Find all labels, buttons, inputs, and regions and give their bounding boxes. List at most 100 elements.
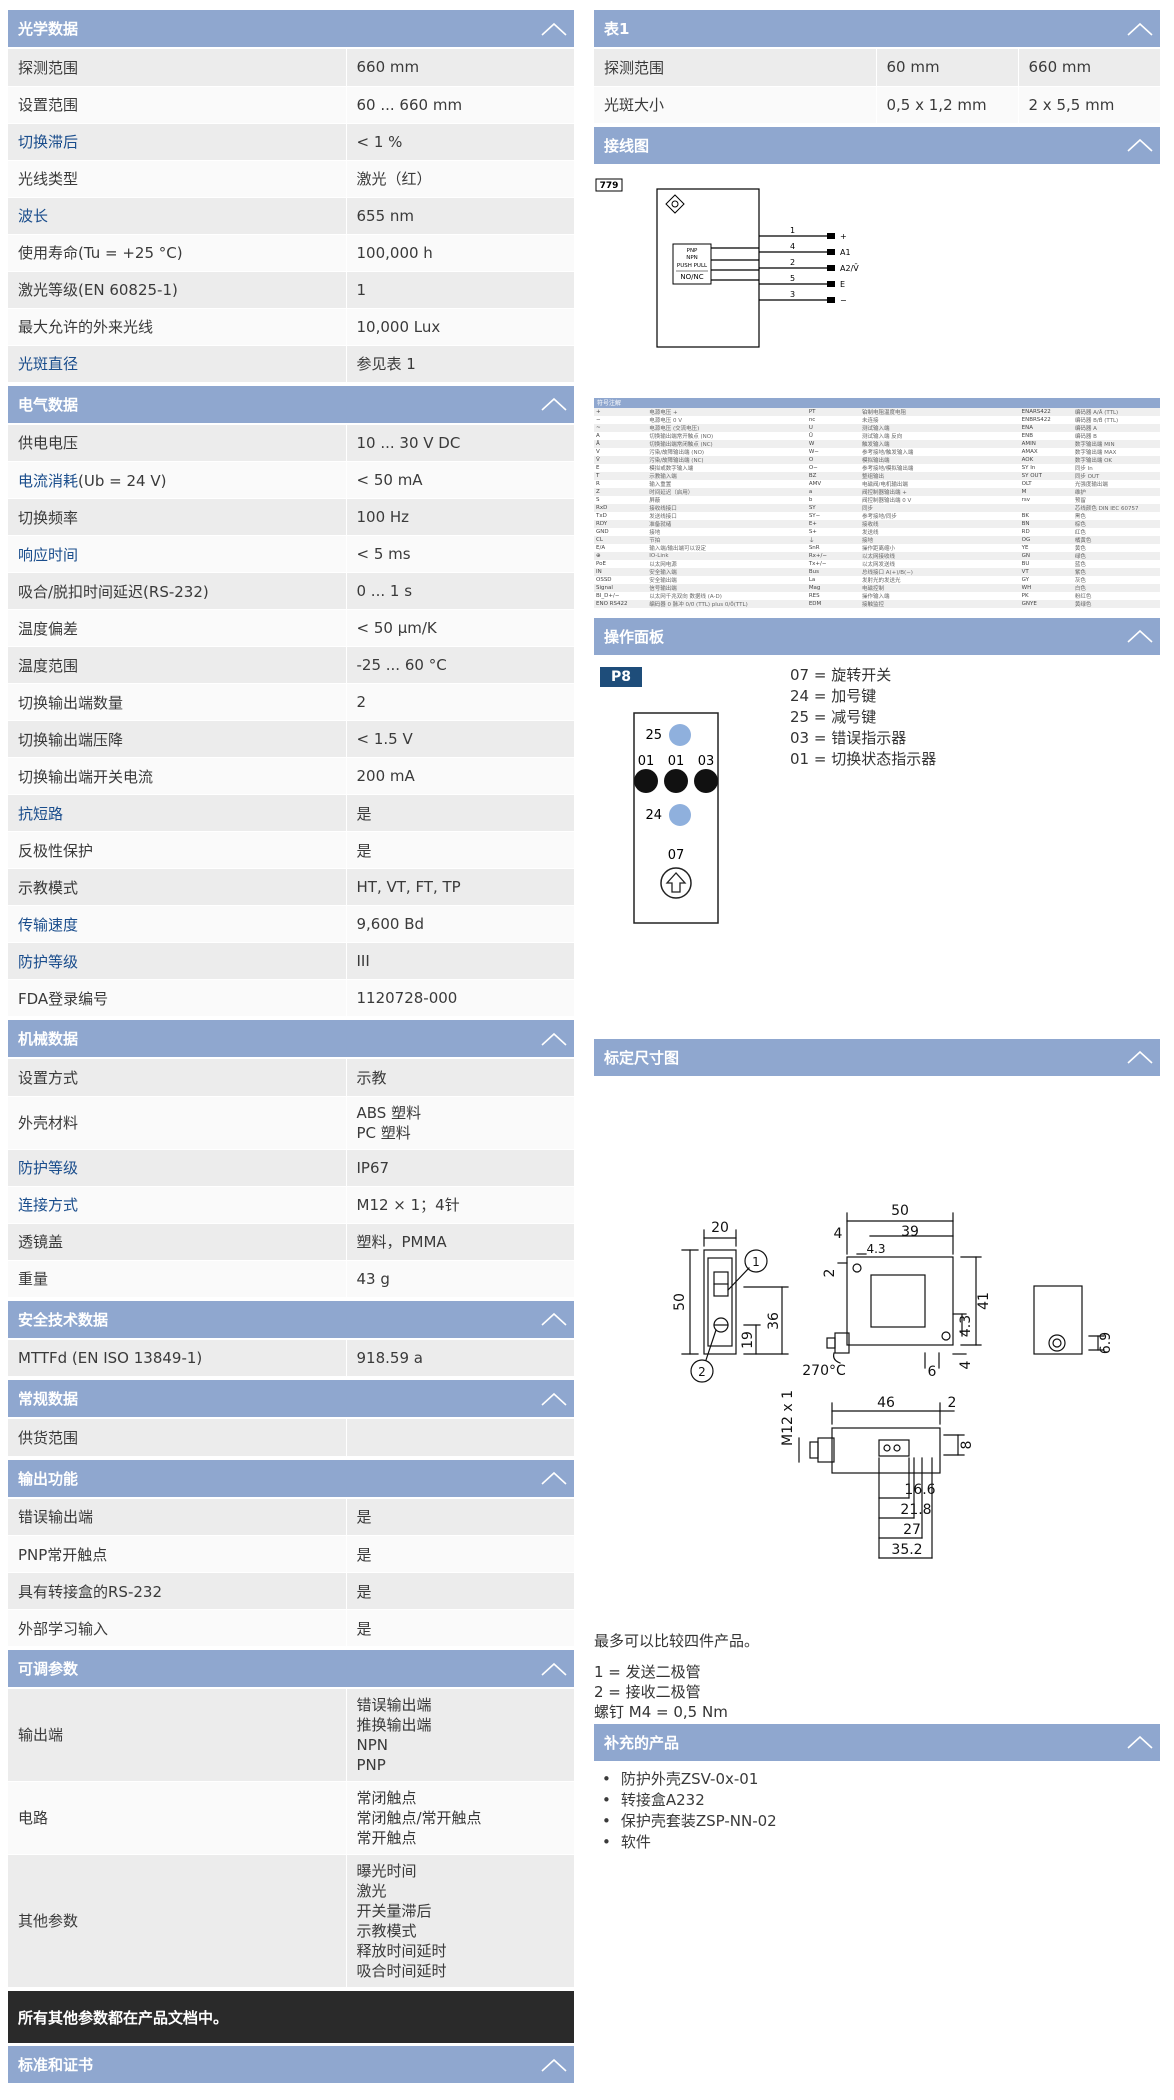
minus-key [669, 723, 691, 746]
param-value: 1120728-000 [346, 979, 574, 1017]
collapse-chevron-icon[interactable] [1120, 1724, 1160, 1761]
collapse-chevron-icon[interactable] [1120, 1039, 1160, 1076]
param-label: 切换输出端压降 [8, 720, 347, 758]
param-label[interactable]: 光斑直径 [8, 345, 347, 383]
accessories-title: 补充的产品 [604, 1733, 680, 1752]
table-row: 切换频率 100 Hz [8, 498, 574, 536]
accessory-item[interactable]: 防护外壳ZSV-0x-01 [602, 1769, 1160, 1790]
collapse-chevron-icon[interactable] [534, 10, 574, 47]
led-01b [664, 768, 688, 793]
panel-badge: P8 [600, 666, 642, 687]
svg-text:A2/V̄: A2/V̄ [840, 262, 859, 272]
electrical-header[interactable]: 电气数据 [8, 385, 574, 423]
param-label[interactable]: 抗短路 [8, 794, 347, 832]
param-label: 吸合/脱扣时间延迟(RS-232) [8, 572, 347, 610]
value-line: PNP [356, 1756, 386, 1774]
param-label[interactable]: 响应时间 [8, 535, 347, 573]
accessory-item[interactable]: 转接盒A232 [602, 1790, 1160, 1811]
collapse-chevron-icon[interactable] [534, 386, 574, 423]
panel-key-item: 25 = 减号键 [790, 707, 877, 726]
param-label: 外壳材料 [8, 1096, 347, 1150]
standards-header[interactable]: 标准和证书 [8, 2046, 574, 2083]
dimension-header[interactable]: 标定尺寸图 [594, 1038, 1160, 1076]
table1-title: 表1 [604, 20, 630, 38]
svg-text:270°C: 270°C [802, 1363, 846, 1379]
collapse-chevron-icon[interactable] [534, 1380, 574, 1417]
param-value: < 50 µm/K [346, 609, 574, 647]
param-label[interactable]: 波长 [8, 197, 347, 235]
collapse-chevron-icon[interactable] [1120, 10, 1160, 47]
electrical-table: 供电电压 10 ... 30 V DC 电流消耗(Ub = 24 V) < 50… [8, 424, 574, 1017]
table-cell: 探测范围 [594, 49, 876, 87]
collapse-chevron-icon[interactable] [534, 1020, 574, 1057]
value-line: ABS 塑料 [356, 1103, 422, 1122]
param-label[interactable]: 防护等级 [8, 942, 347, 980]
collapse-chevron-icon[interactable] [1120, 127, 1160, 164]
param-label: 切换输出端开关电流 [8, 757, 347, 795]
collapse-chevron-icon[interactable] [534, 1650, 574, 1687]
accessory-item[interactable]: 保护壳套装ZSP-NN-02 [602, 1811, 1160, 1832]
table-row: 透镜盖 塑料，PMMA [8, 1223, 574, 1261]
param-label: 设置范围 [8, 86, 347, 124]
panel-title: 操作面板 [604, 627, 665, 646]
safety-header[interactable]: 安全技术数据 [8, 1300, 574, 1338]
panel-header[interactable]: 操作面板 [594, 617, 1160, 655]
param-value: < 50 mA [346, 461, 574, 499]
wiring-title: 接线图 [604, 136, 650, 155]
table-cell: 60 mm [875, 49, 1019, 87]
svg-text:16.6: 16.6 [904, 1482, 935, 1498]
wiring-header[interactable]: 接线图 [594, 126, 1160, 164]
output-title: 输出功能 [18, 1469, 79, 1488]
param-label: 反极性保护 [8, 831, 347, 869]
value-line: 开关量滞后 [356, 1902, 432, 1920]
collapse-chevron-icon[interactable] [534, 2046, 574, 2083]
param-label[interactable]: 防护等级 [8, 1149, 347, 1187]
general-header[interactable]: 常规数据 [8, 1380, 574, 1417]
table-row: 设置方式 示教 [8, 1059, 574, 1097]
output-header[interactable]: 输出功能 [8, 1459, 574, 1497]
param-label: 最大允许的外来光线 [8, 308, 347, 346]
param-label[interactable]: 切换滞后 [8, 123, 347, 161]
param-label[interactable]: 传输速度 [8, 905, 347, 943]
collapse-chevron-icon[interactable] [1120, 618, 1160, 655]
param-value: 是 [346, 1609, 574, 1647]
table-row: MTTFd (EN ISO 13849-1) 918.59 a [8, 1339, 574, 1377]
svg-text:4: 4 [958, 1360, 974, 1369]
param-label: 其他参数 [8, 1854, 347, 1988]
accessory-item[interactable]: 软件 [602, 1832, 1160, 1853]
param-value: 10,000 Lux [346, 308, 574, 346]
table-row: 切换滞后 < 1 % [8, 123, 574, 161]
table-row: 设置范围 60 ... 660 mm [8, 86, 574, 124]
param-value: 10 ... 30 V DC [346, 424, 574, 462]
svg-text:M12 x 1: M12 x 1 [780, 1390, 796, 1446]
adjustable-header[interactable]: 可调参数 [8, 1650, 574, 1687]
svg-text:779: 779 [600, 181, 619, 191]
dimension-title: 标定尺寸图 [604, 1048, 680, 1067]
panel-key-item: 01 = 切换状态指示器 [790, 749, 937, 768]
collapse-chevron-icon[interactable] [534, 1460, 574, 1497]
safety-title: 安全技术数据 [18, 1310, 109, 1329]
table-row: 连接方式 M12 × 1；4针 [8, 1186, 574, 1224]
param-label: 示教模式 [8, 868, 347, 906]
mechanical-header[interactable]: 机械数据 [8, 1020, 574, 1057]
collapse-chevron-icon[interactable] [534, 1301, 574, 1338]
param-value: 655 nm [346, 197, 574, 235]
optical-header[interactable]: 光学数据 [8, 10, 574, 47]
accessories-header[interactable]: 补充的产品 [594, 1723, 1160, 1761]
table-row: 电路 常闭触点常闭触点/常开触点常开触点 [8, 1781, 574, 1855]
param-label[interactable]: 电流消耗(Ub = 24 V) [8, 461, 347, 499]
table1-header[interactable]: 表1 [594, 10, 1160, 47]
param-label[interactable]: 连接方式 [8, 1186, 347, 1224]
table-row: 光斑大小 0,5 x 1,2 mm 2 x 5,5 mm [594, 86, 1160, 124]
svg-text:2: 2 [790, 258, 795, 267]
